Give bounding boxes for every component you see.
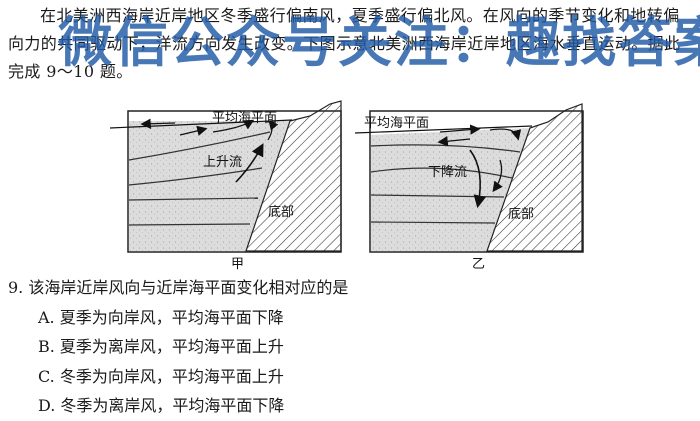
watermark: 微信公众号关注：趣找答案 [58,11,700,74]
caption-right: 乙 [472,257,485,272]
upwelling-label: 上升流 [203,155,242,170]
passage: 在北美洲西海岸近岸地区冬季盛行偏南风，夏季盛行偏北风。在风向的季节变化和地转偏 … [8,2,692,86]
panel-left: 平均海平面 上升流 底部 甲 [109,100,342,272]
panel-right: 平均海平面 下降流 底部 乙 [354,103,584,272]
downwelling-label: 下降流 [428,165,467,180]
bottom-label-right: 底部 [508,206,534,222]
passage-line-1: 在北美洲西海岸近岸地区冬季盛行偏南风，夏季盛行偏北风。在风向的季节变化和地转偏 [40,6,680,25]
option-c: C. 冬季为向岸风，平均海平面上升 [38,367,284,386]
water-right [371,128,530,251]
question-stem: 9. 该海岸近岸风向与近岸海平面变化相对应的是 [8,278,349,297]
passage-line-2: 向力的共同驱动下，洋流方向发生改变。下图示意北美洲西海岸近岸地区海水垂直运动。据… [8,34,681,53]
option-b: B. 夏季为离岸风，平均海平面上升 [38,337,284,356]
sea-level-label-left: 平均海平面 [212,111,277,126]
land-left [245,100,342,252]
option-a: A. 夏季为向岸风，平均海平面下降 [38,308,284,327]
caption-left: 甲 [231,257,244,272]
sea-level-line-right [354,125,533,134]
sea-level-line-left [109,119,293,129]
bottom-label-left: 底部 [268,204,294,220]
sea-level-label-right: 平均海平面 [364,116,429,131]
passage-line-3: 完成 9～10 题。 [8,62,133,81]
water-left [129,121,290,251]
panel-right-frame [369,110,584,253]
land-right [486,103,583,252]
option-d: D. 冬季为离岸风，平均海平面下降 [38,396,285,415]
